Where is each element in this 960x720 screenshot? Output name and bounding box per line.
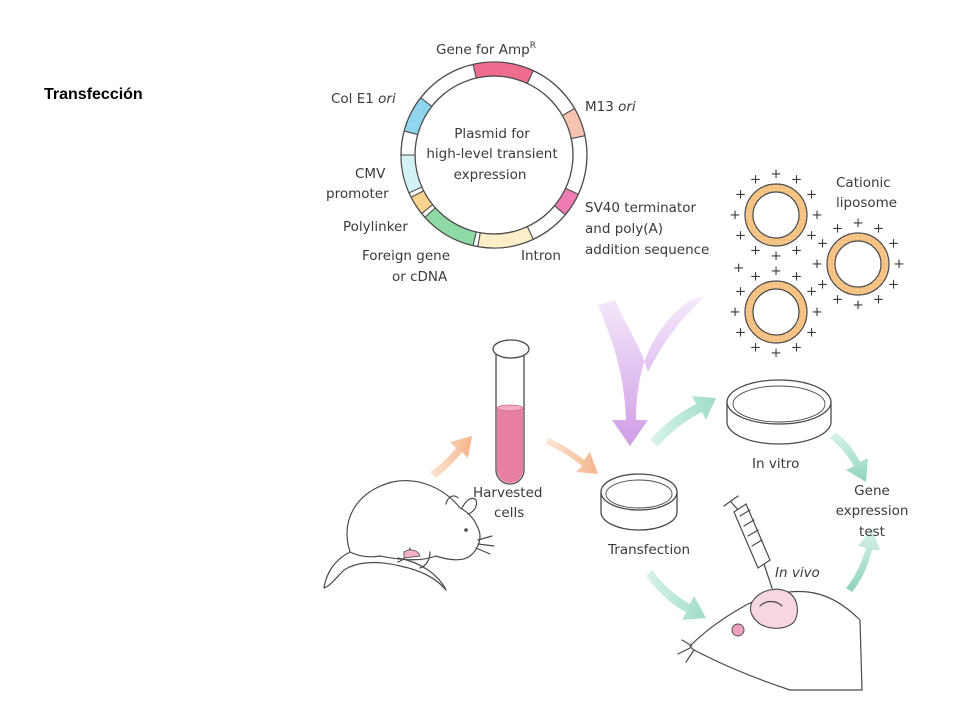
invitro-dish bbox=[726, 379, 832, 445]
plasmid-segment-m13 bbox=[561, 107, 586, 140]
label-sv40-2: and poly(A) bbox=[585, 221, 663, 237]
liposome-core-2 bbox=[752, 288, 800, 336]
label-cmv-2: promoter bbox=[326, 186, 389, 202]
label-sv40-3: addition sequence bbox=[585, 242, 709, 258]
liposome-charge: + bbox=[888, 236, 899, 252]
liposome-charge: + bbox=[852, 297, 863, 313]
arrow-plasmid-to-transfection bbox=[598, 296, 705, 446]
liposome-charge: + bbox=[806, 228, 817, 244]
label-cole1: Col E1 ori bbox=[331, 91, 396, 107]
liposome-charge: + bbox=[791, 268, 802, 284]
liposome-charge: + bbox=[791, 243, 802, 259]
plasmid-segment-cole1 bbox=[403, 96, 433, 136]
transfection-dish bbox=[600, 473, 678, 531]
plasmid-segment-intron bbox=[477, 225, 535, 249]
gene-test-label-3: test bbox=[859, 524, 885, 540]
liposome-charge: + bbox=[817, 277, 828, 293]
invitro-label: In vitro bbox=[752, 456, 799, 472]
liposome-charge: + bbox=[811, 304, 822, 320]
label-intron: Intron bbox=[521, 248, 561, 264]
liposome-charge: + bbox=[770, 248, 781, 264]
label-sv40-1: SV40 terminator bbox=[585, 200, 696, 216]
label-foreign-2: or cDNA bbox=[392, 269, 448, 285]
liposome-charge: + bbox=[770, 263, 781, 279]
liposome-core-3 bbox=[834, 240, 882, 288]
label-m13: M13 ori bbox=[585, 99, 636, 115]
plasmid-segment-foreign bbox=[424, 207, 477, 247]
liposome-charge: + bbox=[832, 292, 843, 308]
syringe bbox=[723, 495, 773, 589]
liposome-charge: + bbox=[811, 256, 822, 272]
liposome-charge: + bbox=[791, 340, 802, 356]
plasmid-segment-cmv bbox=[400, 154, 423, 194]
plasmid-center-line-1: Plasmid for bbox=[454, 126, 530, 142]
slide-title: Transfección bbox=[44, 86, 143, 103]
liposome-charge: + bbox=[735, 228, 746, 244]
plasmid-center-line-3: expression bbox=[454, 167, 527, 183]
liposome-label-1: Cationic bbox=[836, 175, 891, 191]
label-polylinker: Polylinker bbox=[343, 219, 408, 235]
liposome-charge: + bbox=[806, 284, 817, 300]
liposome-charge: + bbox=[806, 325, 817, 341]
mouse-head-illustration bbox=[677, 588, 863, 691]
liposome-charge: + bbox=[750, 340, 761, 356]
liposomes: ++++++++++++++++++++++++++++++++++++ bbox=[729, 166, 904, 361]
liposome-core-1 bbox=[752, 191, 800, 239]
liposome-charge: + bbox=[729, 304, 740, 320]
arrow-tube-to-transfection bbox=[546, 438, 598, 474]
label-ampr: Gene for AmpR bbox=[436, 41, 536, 58]
liposome-charge: + bbox=[750, 243, 761, 259]
liposome-charge: + bbox=[817, 236, 828, 252]
liposome-charge: + bbox=[888, 277, 899, 293]
liposome-charge: + bbox=[735, 284, 746, 300]
liposome-label-2: liposome bbox=[836, 195, 897, 211]
liposome-charge: + bbox=[729, 207, 740, 223]
arrow-invitro-to-test bbox=[830, 432, 868, 482]
liposome-charge: + bbox=[735, 325, 746, 341]
liposome-charge: + bbox=[806, 187, 817, 203]
gene-test-label-1: Gene bbox=[854, 483, 890, 499]
liposome-charge: + bbox=[893, 256, 904, 272]
arrow-transfection-to-invitro bbox=[650, 396, 716, 446]
plasmid-segments bbox=[400, 61, 586, 249]
test-tube bbox=[492, 339, 530, 485]
label-cmv-1: CMV bbox=[355, 166, 386, 182]
transfection-label: Transfection bbox=[607, 542, 690, 558]
liposome-charge: + bbox=[750, 268, 761, 284]
plasmid-segment-sv40 bbox=[553, 187, 580, 216]
plasmid-segment-ampr bbox=[472, 61, 535, 85]
arrow-invivo-to-test bbox=[846, 528, 880, 592]
liposome-charge: + bbox=[770, 166, 781, 182]
gene-test-label-2: expression bbox=[836, 503, 909, 519]
liposome-charge: + bbox=[811, 207, 822, 223]
label-foreign-1: Foreign gene bbox=[362, 248, 450, 264]
arrow-mouse-to-tube bbox=[430, 436, 472, 478]
plasmid-segment-polylinker bbox=[410, 190, 434, 215]
plus-sign: + bbox=[733, 260, 744, 276]
liposome-charge: + bbox=[873, 292, 884, 308]
liposome-charge: + bbox=[852, 215, 863, 231]
invivo-label: In vivo bbox=[775, 565, 820, 581]
plasmid: Plasmid for high-level transient express… bbox=[400, 61, 588, 249]
harvested-label-2: cells bbox=[494, 505, 524, 521]
plasmid-center-line-2: high-level transient bbox=[426, 146, 557, 162]
liposome-charge: + bbox=[791, 171, 802, 187]
mouse-illustration bbox=[323, 480, 495, 591]
liposome-charge: + bbox=[750, 171, 761, 187]
liposome-charge: + bbox=[873, 220, 884, 236]
liposome-charge: + bbox=[770, 345, 781, 361]
arrow-transfection-to-invivo bbox=[646, 570, 706, 620]
harvested-label-1: Harvested bbox=[473, 485, 542, 501]
liposome-charge: + bbox=[735, 187, 746, 203]
liposome-charge: + bbox=[832, 220, 843, 236]
